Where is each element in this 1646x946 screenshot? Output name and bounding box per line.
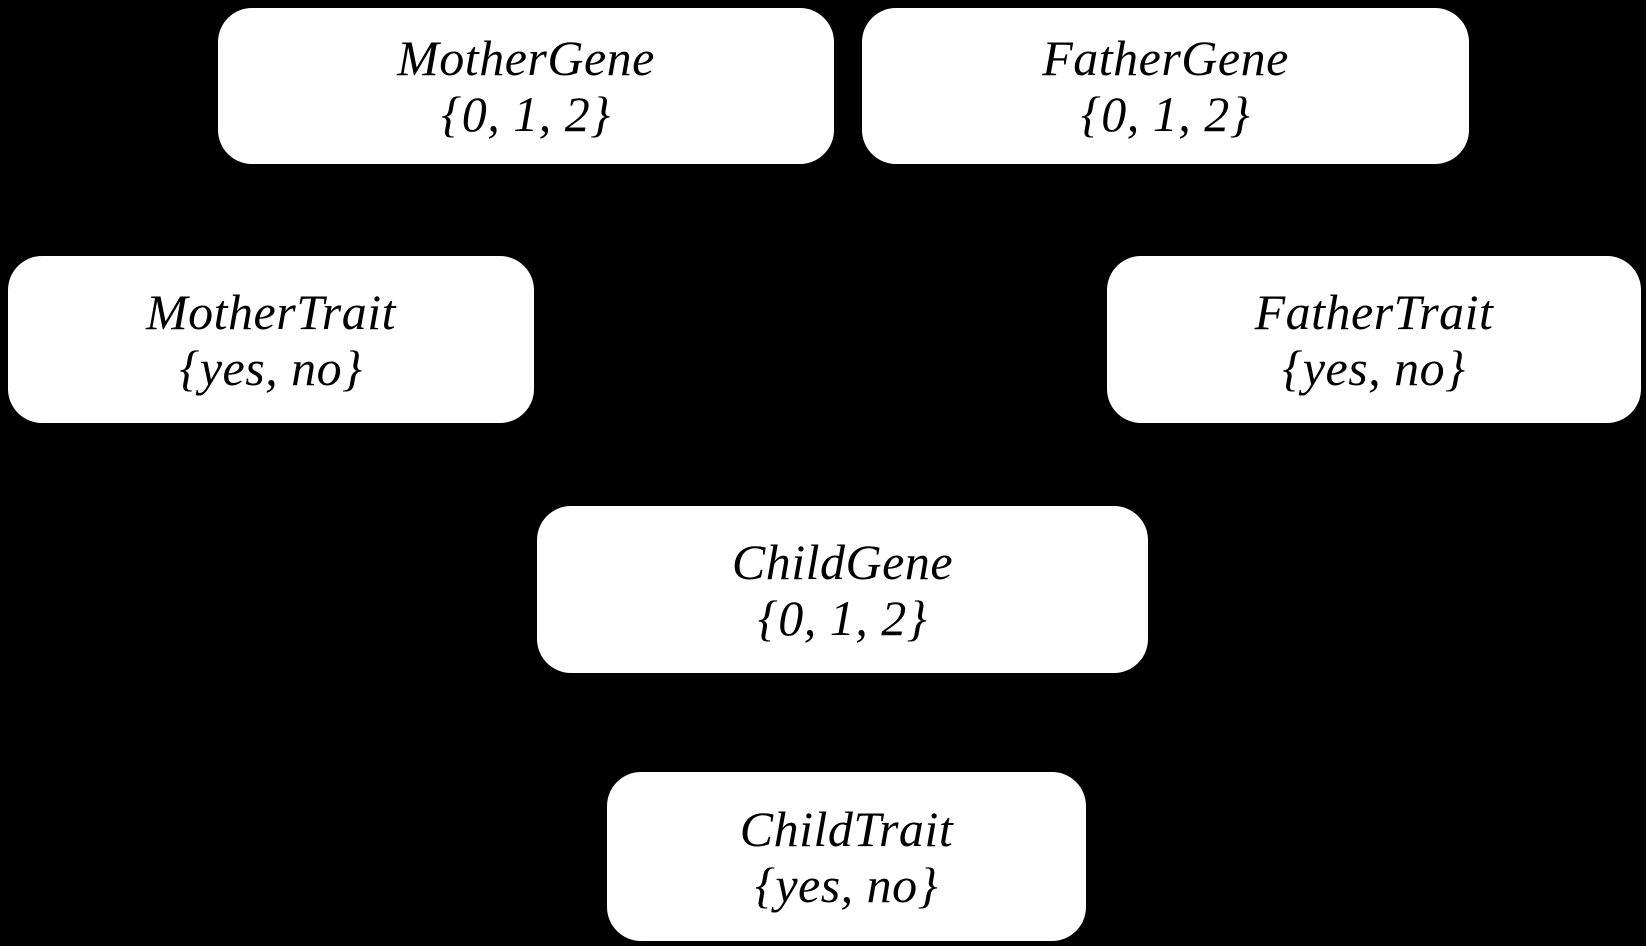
node-mother-trait[interactable]: MotherTrait {yes, no} <box>8 256 534 423</box>
node-child-gene-domain: {0, 1, 2} <box>757 589 928 646</box>
node-child-trait-domain: {yes, no} <box>754 856 939 913</box>
node-father-gene[interactable]: FatherGene {0, 1, 2} <box>862 8 1469 164</box>
node-father-trait-label: FatherTrait <box>1254 283 1494 340</box>
node-mother-trait-label: MotherTrait <box>146 283 396 340</box>
node-child-gene[interactable]: ChildGene {0, 1, 2} <box>537 506 1148 673</box>
node-child-trait-label: ChildTrait <box>739 800 954 857</box>
node-father-gene-domain: {0, 1, 2} <box>1080 86 1251 142</box>
node-father-trait[interactable]: FatherTrait {yes, no} <box>1107 256 1641 423</box>
node-child-gene-label: ChildGene <box>731 533 954 590</box>
node-mother-gene[interactable]: MotherGene {0, 1, 2} <box>218 8 834 164</box>
node-child-trait[interactable]: ChildTrait {yes, no} <box>607 772 1086 941</box>
node-father-trait-domain: {yes, no} <box>1282 339 1466 396</box>
node-mother-gene-label: MotherGene <box>397 30 655 86</box>
node-mother-gene-domain: {0, 1, 2} <box>441 86 611 142</box>
node-mother-trait-domain: {yes, no} <box>179 339 363 396</box>
node-father-gene-label: FatherGene <box>1042 30 1289 86</box>
